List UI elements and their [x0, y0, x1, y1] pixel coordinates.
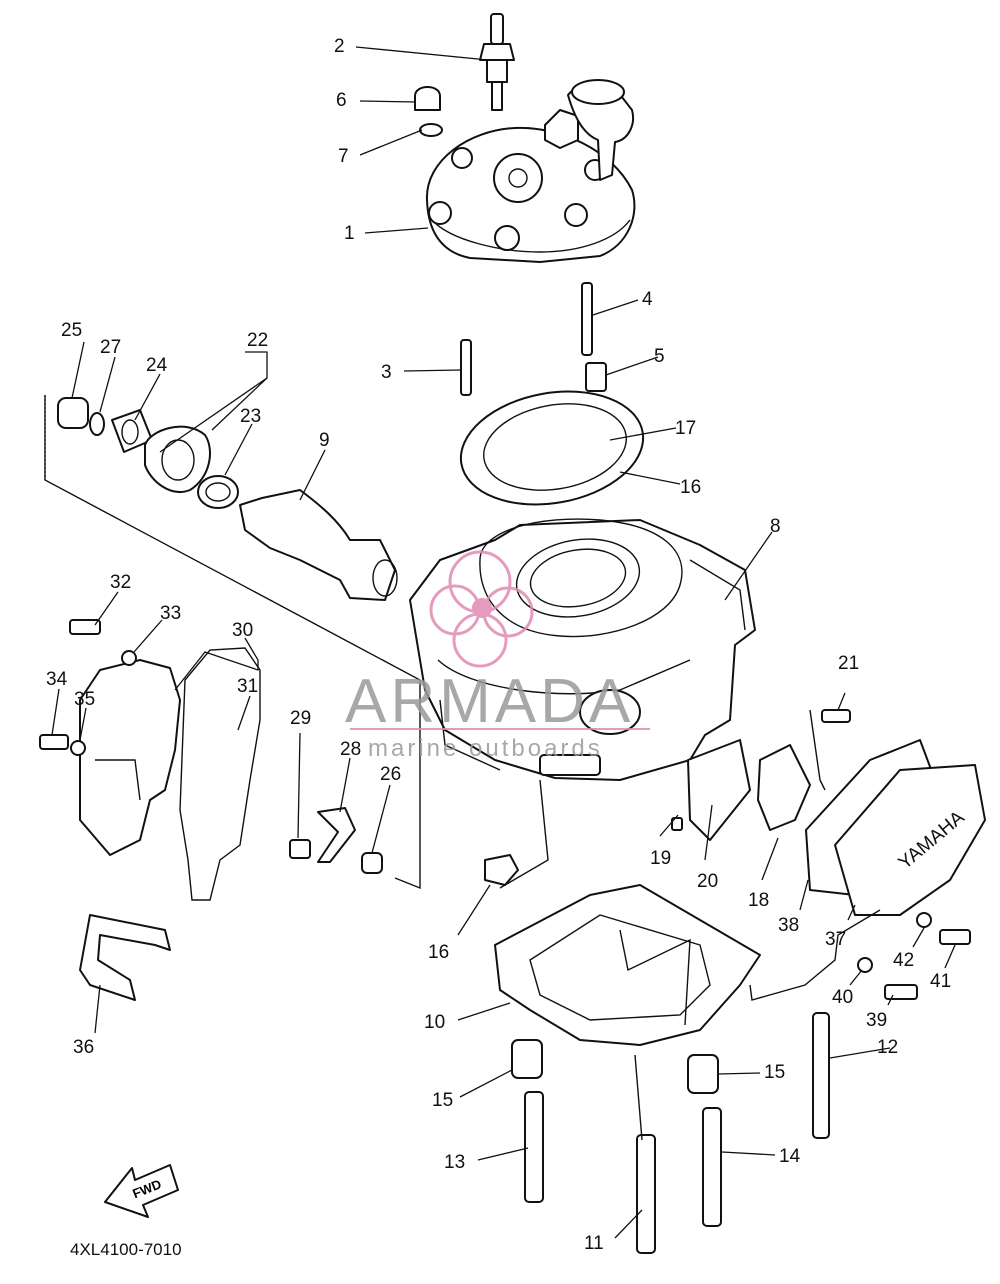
head-gasket-inner: [483, 403, 627, 491]
callout-27: 26: [380, 764, 401, 785]
callout-38: 37: [825, 929, 846, 950]
collar-27: [361, 852, 383, 874]
stud-11: [636, 1134, 656, 1254]
washer-41: [857, 957, 873, 973]
callout-9: 9: [319, 430, 330, 451]
callout-39: 38: [778, 915, 799, 936]
callout-13: 13: [444, 1152, 465, 1173]
callout-17: 16: [680, 477, 701, 498]
bolt-20: [671, 817, 683, 831]
clip-29: [317, 807, 356, 863]
callout-7: 7: [338, 146, 349, 167]
stud-14: [702, 1107, 722, 1227]
callout-36: 35: [74, 689, 95, 710]
stud-13: [524, 1091, 544, 1203]
callout-25: 24: [146, 355, 168, 376]
callout-2: 2: [334, 36, 345, 57]
watermark-brand: ARMADA: [345, 667, 634, 736]
callout-43: 42: [893, 950, 914, 971]
water-pump-housing: [79, 647, 261, 901]
callout-5: 5: [654, 346, 665, 367]
head-gasket-outer: [459, 390, 645, 506]
callout-8: 8: [770, 516, 781, 537]
callout-28: 27: [100, 337, 121, 358]
bolt-33: [69, 619, 101, 635]
cover-38: [834, 764, 986, 916]
callout-30: 29: [290, 708, 311, 729]
watermark-logo: [429, 550, 534, 668]
bolt-40: [884, 984, 918, 1000]
exhaust-valve: [239, 489, 398, 601]
fwd-arrow: FWD: [104, 1164, 179, 1218]
callout-19: 18: [748, 890, 769, 911]
callout-11: 11: [584, 1233, 604, 1254]
joint-19: [757, 744, 811, 831]
callout-34: 33: [160, 603, 181, 624]
washer-36: [70, 740, 86, 756]
callout-31: 30: [232, 620, 253, 641]
washer: [419, 123, 443, 137]
cap-nut: [414, 86, 441, 111]
callout-18: 17: [675, 418, 696, 439]
callout-23: 22: [247, 330, 268, 351]
callout-37: 36: [73, 1037, 94, 1058]
dowel-15a: [511, 1039, 543, 1079]
callout-41: 40: [832, 987, 853, 1008]
callout-35: 34: [46, 669, 68, 690]
cylinder: [409, 518, 756, 781]
callout-3: 3: [381, 362, 392, 383]
callout-15a: 15: [432, 1090, 453, 1111]
callout-6: 6: [336, 90, 347, 111]
bolt-22: [821, 709, 851, 723]
bracket: [79, 914, 171, 1001]
callout-42: 41: [930, 971, 951, 992]
dowel-15b: [687, 1054, 719, 1094]
bolt-35: [39, 734, 69, 750]
callout-24: 23: [240, 406, 261, 427]
watermark: ARMADA marine outboards: [345, 550, 650, 762]
callout-20: 19: [650, 848, 671, 869]
assembly-lines: [44, 395, 881, 1141]
stud-12: [812, 1012, 830, 1139]
callout-40: 39: [866, 1010, 887, 1031]
callout-21: 20: [697, 871, 718, 892]
callout-16: 16: [428, 942, 449, 963]
callout-10: 10: [424, 1012, 445, 1033]
spark-plug: [479, 13, 515, 111]
stud-4: [581, 282, 593, 356]
gasket-21: [687, 739, 751, 841]
callout-29: 28: [340, 739, 361, 760]
callout-22: 21: [838, 653, 859, 674]
callout-14: 14: [779, 1146, 801, 1167]
callout-1: 1: [344, 223, 355, 244]
exhaust-valve-assembly: [57, 397, 239, 509]
leader-lines: [51, 46, 956, 1239]
callout-26: 25: [61, 320, 82, 341]
callout-33: 32: [110, 572, 131, 593]
callout-4: 4: [642, 289, 653, 310]
washer-43: [916, 912, 932, 928]
diagram-code: 4XL4100-7010: [70, 1240, 182, 1259]
cylinder-head: [425, 79, 636, 263]
bolt-30: [289, 839, 311, 859]
callout-12: 12: [877, 1037, 898, 1058]
collar-16: [484, 854, 519, 886]
bolt-42: [939, 929, 971, 945]
nut-5: [585, 362, 607, 392]
callout-15b: 15: [764, 1062, 785, 1083]
watermark-tagline: marine outboards: [368, 735, 603, 762]
washer-34: [121, 650, 137, 666]
callout-32: 31: [237, 676, 258, 697]
callout-numbers: 2 6 7 1 3 4 5 17 16 8 9 25 27 24 22 23 3…: [46, 36, 951, 1254]
stud-3: [460, 339, 472, 396]
